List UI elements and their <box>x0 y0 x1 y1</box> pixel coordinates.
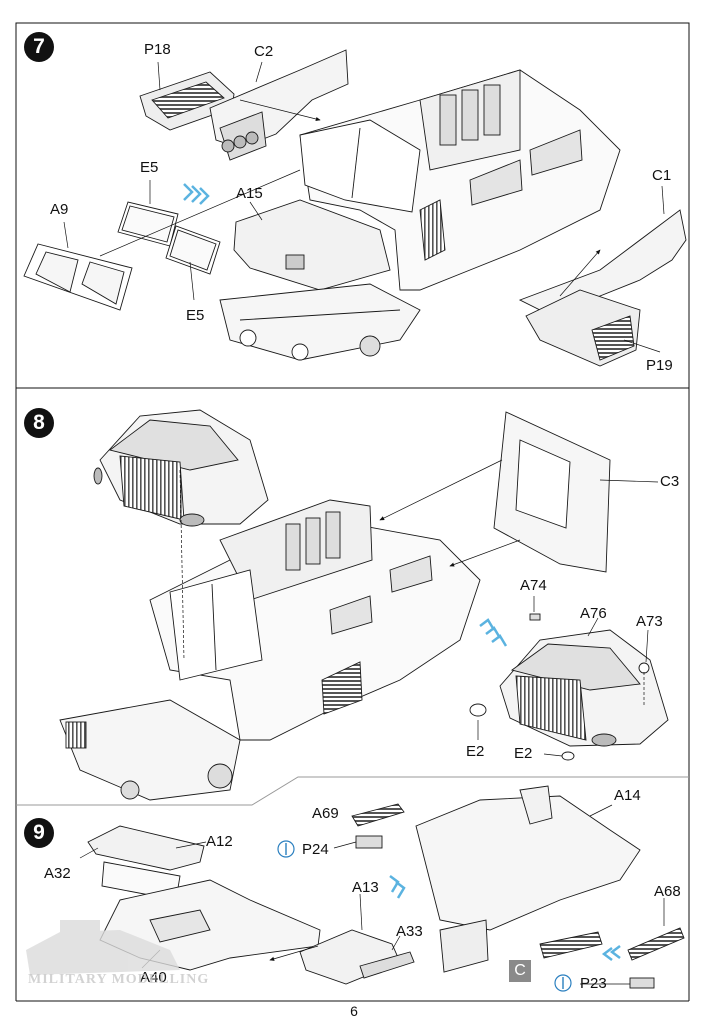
part-label-a33: A33 <box>396 923 423 940</box>
part-label-p18: P18 <box>144 41 171 58</box>
part-label-p19: P19 <box>646 357 673 374</box>
part-label-c1: C1 <box>652 167 672 184</box>
part-label-a40: A40 <box>140 969 167 986</box>
watermark: MILITARY MODELLING <box>28 972 210 987</box>
part-label-a14: A14 <box>614 787 641 804</box>
part-label-a9: A9 <box>50 201 69 218</box>
part-label-a69: A69 <box>312 805 339 822</box>
part-label-a13: A13 <box>352 879 379 896</box>
step-number-9: 9 <box>24 818 54 848</box>
part-label-c3: C3 <box>660 473 680 490</box>
part-label-a15: A15 <box>236 185 263 202</box>
part-label-a12: A12 <box>206 833 233 850</box>
step9-assembly <box>26 785 685 992</box>
step-number-7: 7 <box>24 32 54 62</box>
part-label-p24: P24 <box>302 841 329 858</box>
part-label-c2: C2 <box>254 43 274 60</box>
part-label-e2-left: E2 <box>466 743 485 760</box>
part-label-p23: P23 <box>580 975 607 992</box>
part-label-a74: A74 <box>520 577 547 594</box>
part-label-e2-right: E2 <box>514 745 533 762</box>
part-label-e5-top: E5 <box>140 159 159 176</box>
c-sprue-box: C <box>509 960 531 982</box>
part-label-a73: A73 <box>636 613 663 630</box>
part-label-a32: A32 <box>44 865 71 882</box>
part-label-a68: A68 <box>654 883 681 900</box>
part-label-a76: A76 <box>580 605 607 622</box>
step7-assembly <box>23 49 687 367</box>
step-number-8: 8 <box>24 408 54 438</box>
part-label-e5-bottom: E5 <box>186 307 205 324</box>
page-number: 6 <box>350 1003 358 1019</box>
step8-assembly <box>59 409 669 801</box>
page-frame <box>15 22 690 1002</box>
